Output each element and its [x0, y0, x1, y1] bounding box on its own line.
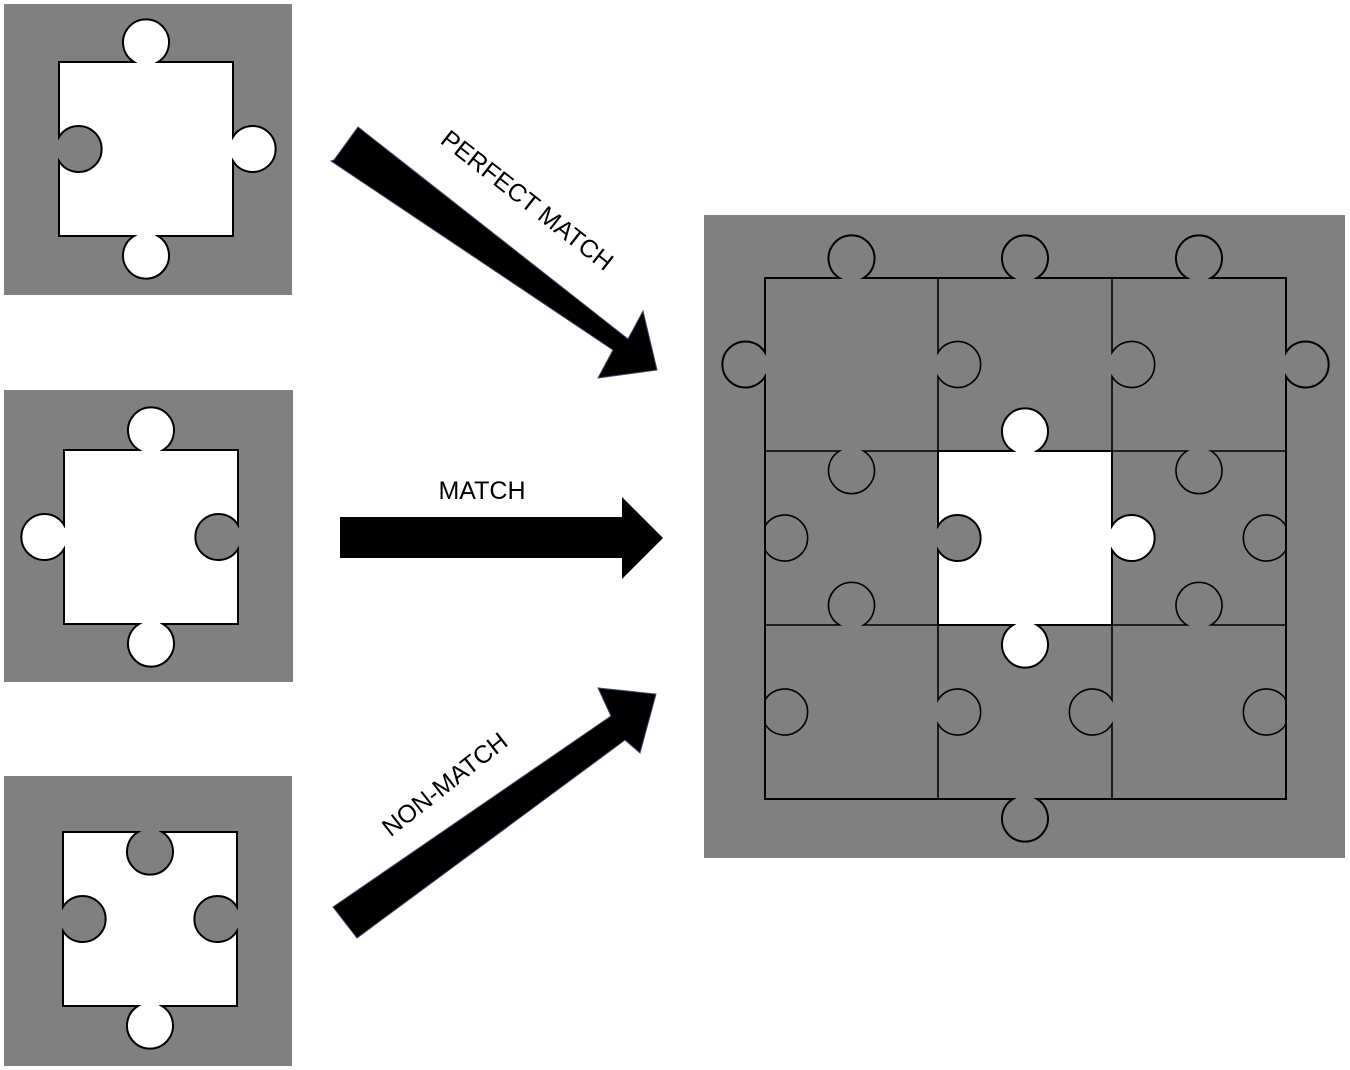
puzzle-missing-slot [937, 407, 1156, 669]
candidate-1-piece-shape [58, 18, 277, 280]
candidate-piece-3 [4, 776, 292, 1066]
arrow-match: MATCH [340, 477, 663, 579]
arrow-match-label: MATCH [438, 477, 525, 505]
candidate-2-piece-shape [20, 406, 239, 668]
puzzle-grid-lines [764, 278, 1287, 799]
arrow-perfect-match: PERFECT MATCH [329, 125, 658, 379]
candidate-piece-1 [4, 4, 292, 295]
puzzle-board [704, 215, 1345, 858]
candidate-piece-2 [4, 390, 293, 682]
candidate-3-piece-shape [62, 831, 238, 1050]
arrow-non-match-shape [332, 687, 657, 939]
arrow-match-shape [340, 497, 663, 579]
arrow-non-match: NON-MATCH [332, 687, 657, 939]
arrow-perfect-match-shape [329, 126, 658, 379]
arrow-perfect-match-label: PERFECT MATCH [435, 125, 618, 276]
